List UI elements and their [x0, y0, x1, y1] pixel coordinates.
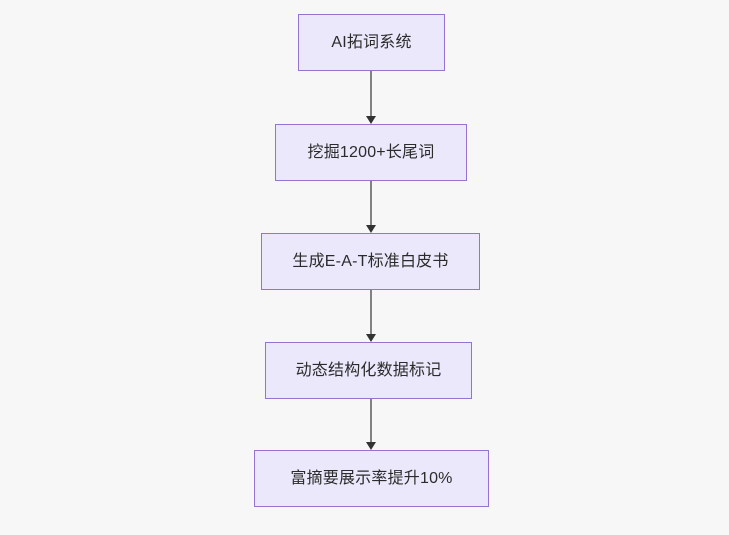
- edge-line: [370, 399, 372, 443]
- edge-line: [370, 71, 372, 117]
- edge-line: [370, 290, 372, 335]
- arrow-down-icon: [366, 334, 376, 342]
- edge-line: [370, 181, 372, 226]
- flow-node-rich-snippet-rate-increase[interactable]: 富摘要展示率提升10%: [254, 450, 489, 507]
- flow-node-label: AI拓词系统: [331, 33, 412, 51]
- arrow-down-icon: [366, 225, 376, 233]
- flow-node-ai-keyword-system[interactable]: AI拓词系统: [298, 14, 445, 71]
- flow-node-label: 富摘要展示率提升10%: [290, 469, 453, 487]
- arrow-down-icon: [366, 442, 376, 450]
- flow-node-label: 生成E-A-T标准白皮书: [292, 252, 449, 270]
- arrow-down-icon: [366, 116, 376, 124]
- flow-node-label: 动态结构化数据标记: [295, 361, 442, 379]
- flow-node-dynamic-structured-data-markup[interactable]: 动态结构化数据标记: [265, 342, 472, 399]
- flow-node-label: 挖掘1200+长尾词: [307, 143, 435, 161]
- flow-node-generate-eat-whitepaper[interactable]: 生成E-A-T标准白皮书: [261, 233, 480, 290]
- flow-node-mine-longtail-keywords[interactable]: 挖掘1200+长尾词: [275, 124, 467, 181]
